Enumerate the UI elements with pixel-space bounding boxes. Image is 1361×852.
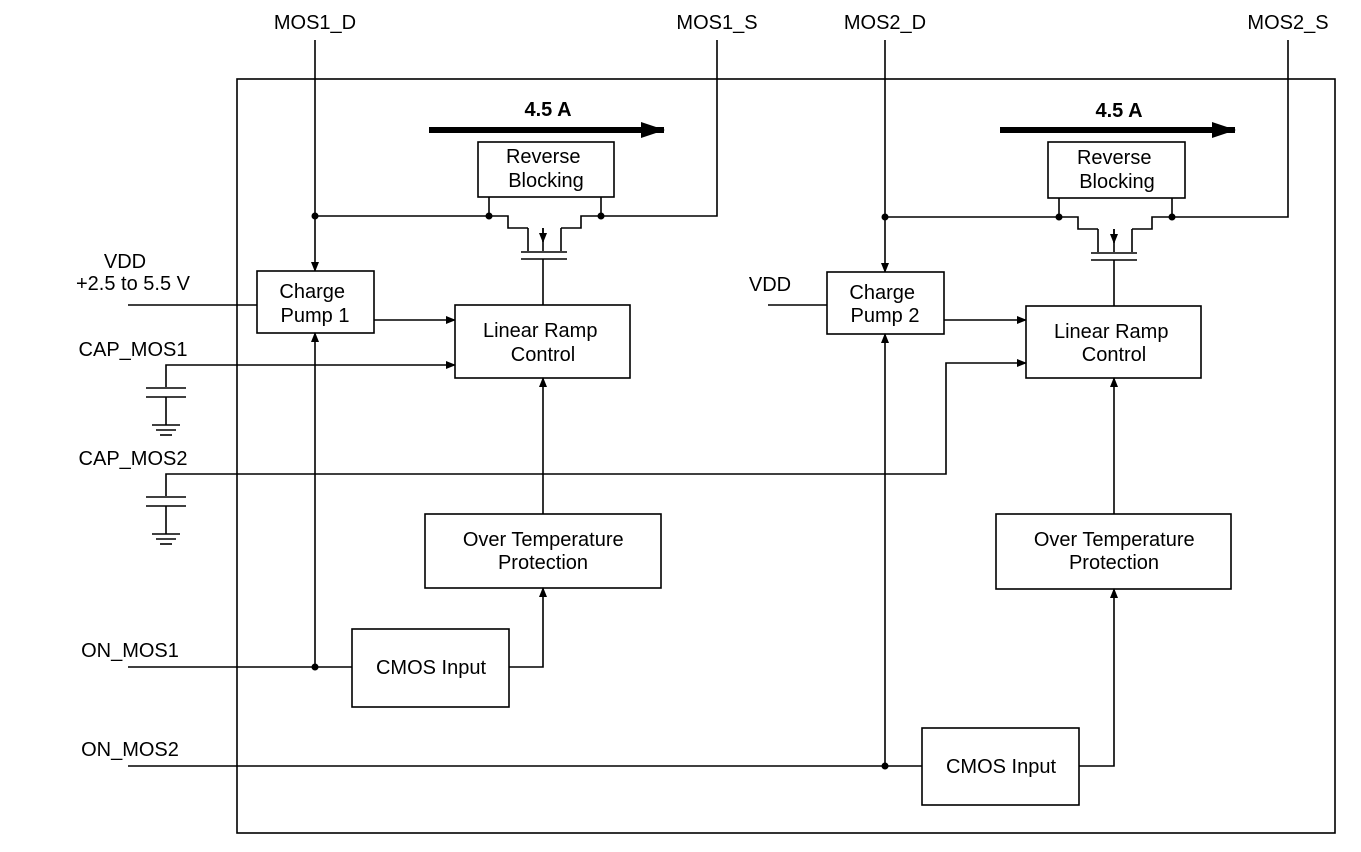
mosfet-icon-2 (1059, 216, 1172, 306)
over-temp-label-1: Over Temperature Protection (463, 529, 629, 574)
pin-vdd1: VDD (104, 251, 146, 273)
pin-vdd1-range: +2.5 to 5.5 V (76, 273, 191, 295)
chip-outline (236, 78, 1336, 834)
linear-ramp-box-2 (1025, 305, 1202, 379)
reverse-blocking-box-2 (1047, 141, 1186, 199)
over-temp-box-2 (995, 513, 1232, 590)
current-label-1: 4.5 A (524, 99, 571, 121)
cmos-input-box-2 (921, 727, 1080, 806)
pin-mos1-s: MOS1_S (676, 12, 757, 34)
pin-mos2-d: MOS2_D (844, 12, 926, 34)
charge-pump-label-1: Charge Pump 1 (279, 281, 350, 327)
charge-pump-label-2: Charge Pump 2 (849, 282, 920, 327)
pin-on-mos2: ON_MOS2 (81, 739, 179, 761)
over-temp-box-1 (424, 513, 662, 589)
charge-pump-box-2 (826, 271, 945, 335)
cmos-input-label-1: CMOS Input (376, 657, 486, 679)
charge-pump-box-1 (256, 270, 375, 334)
linear-ramp-box-1 (454, 304, 631, 379)
mosfet-icon-1 (489, 215, 601, 305)
cmos-input-label-2: CMOS Input (946, 756, 1056, 778)
pin-cap-mos2: CAP_MOS2 (79, 448, 188, 470)
current-label-2: 4.5 A (1095, 100, 1142, 122)
pin-cap-mos1: CAP_MOS1 (79, 339, 188, 361)
pin-on-mos1: ON_MOS1 (81, 640, 179, 662)
reverse-blocking-label-2: Reverse Blocking (1077, 147, 1157, 193)
over-temp-label-2: Over Temperature Protection (1034, 529, 1200, 574)
pin-mos1-d: MOS1_D (274, 12, 356, 34)
pin-vdd2: VDD (749, 274, 791, 296)
pin-mos2-s: MOS2_S (1247, 12, 1328, 34)
reverse-blocking-label-1: Reverse Blocking (506, 146, 586, 192)
linear-ramp-label-2: Linear Ramp Control (1054, 321, 1174, 366)
reverse-blocking-box-1 (477, 141, 615, 198)
linear-ramp-label-1: Linear Ramp Control (483, 320, 603, 366)
cmos-input-box-1 (351, 628, 510, 708)
capacitor-icon-2 (146, 496, 186, 545)
capacitor-icon-1 (146, 387, 186, 436)
